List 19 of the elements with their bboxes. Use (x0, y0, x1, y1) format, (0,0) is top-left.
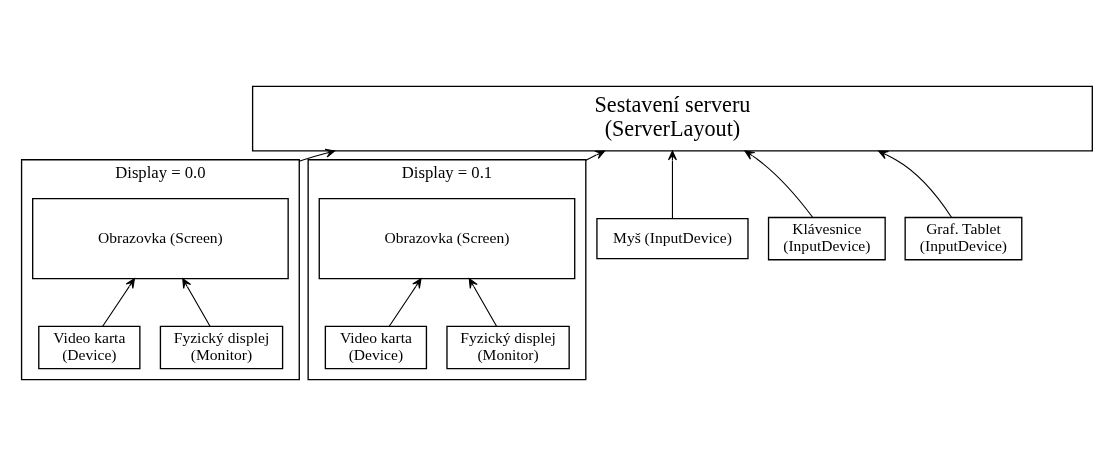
node-box: Fyzický displej (Monitor) (159, 325, 284, 370)
arrow (468, 278, 498, 327)
arrow (388, 278, 422, 327)
arrow (744, 150, 814, 218)
arrow (878, 150, 953, 219)
node-box: Klávesnice (InputDevice) (767, 216, 886, 261)
node-box: Obrazovka (Screen) (32, 197, 289, 280)
node-box: Sestavení serveru (ServerLayout) (251, 85, 1093, 152)
node-box: Graf. Tablet (InputDevice) (904, 216, 1023, 261)
node-box: Video karta (Device) (324, 325, 428, 370)
node-box: Video karta (Device) (38, 325, 141, 370)
node-box: Myš (InputDevice) (596, 217, 749, 260)
arrow (585, 150, 606, 161)
arrow (667, 150, 677, 220)
node-box: Fyzický displej (Monitor) (446, 325, 570, 370)
arrow (298, 148, 336, 162)
arrow (182, 278, 211, 327)
arrow (102, 278, 135, 327)
node-box: Obrazovka (Screen) (318, 197, 576, 280)
